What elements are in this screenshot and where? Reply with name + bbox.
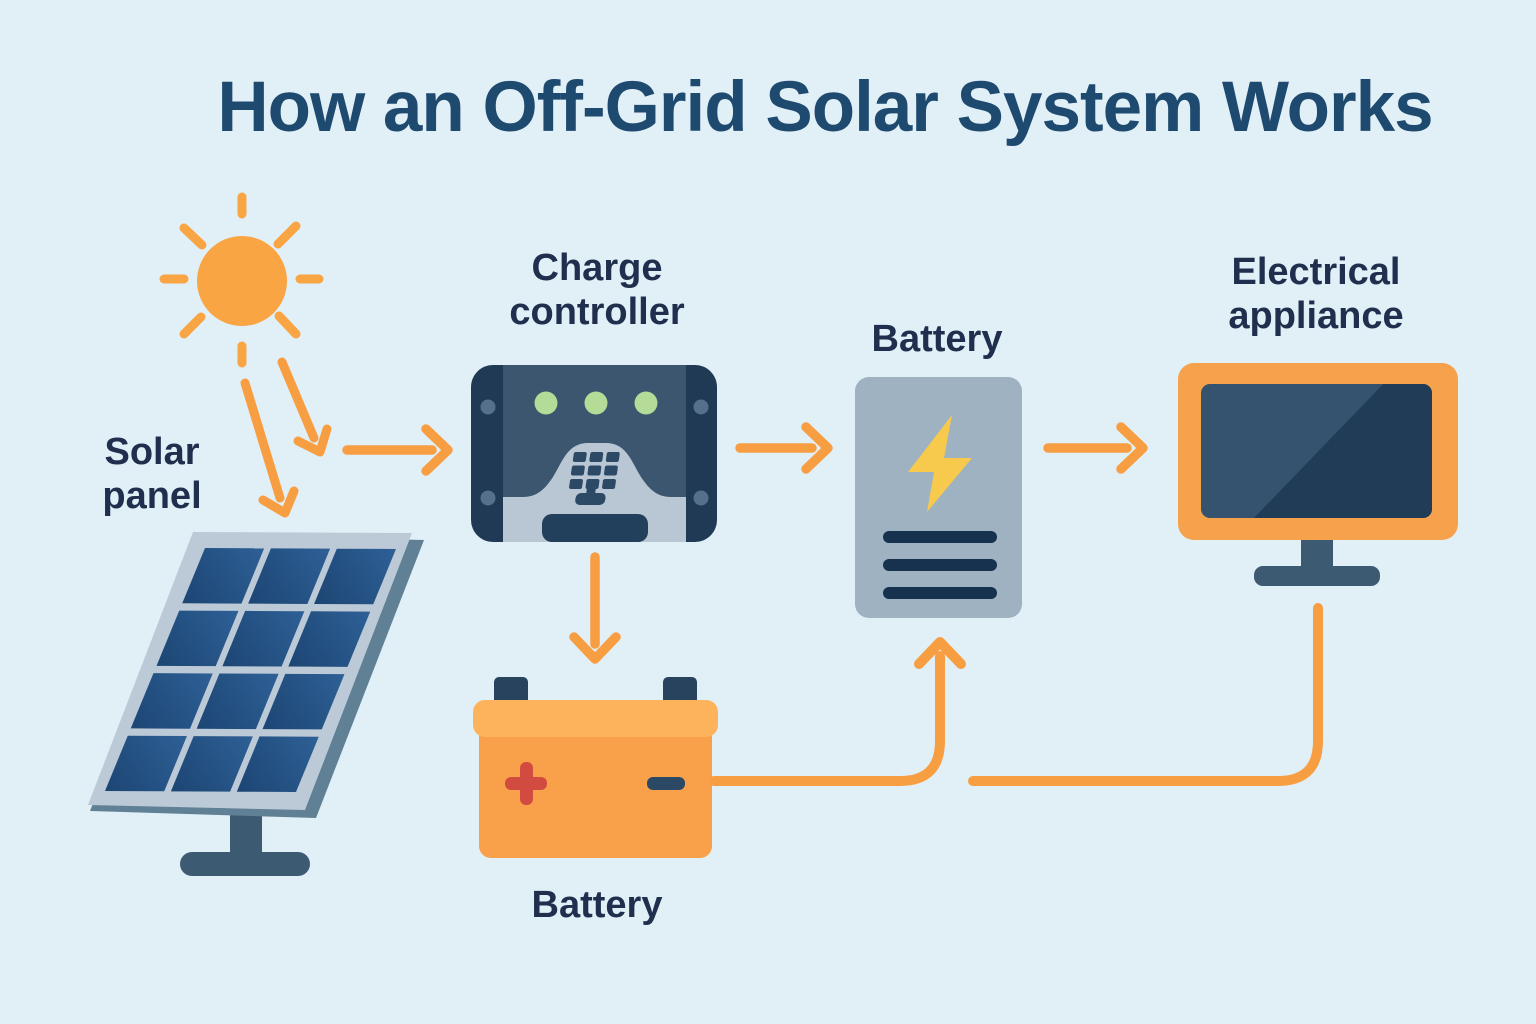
screen-glare — [1254, 384, 1432, 518]
controller-screws — [480, 399, 709, 506]
wire-appliance-to-battery — [968, 603, 1323, 786]
lightning-bolt-icon — [908, 415, 972, 512]
panel-stand-neck — [230, 810, 262, 858]
battery-body — [479, 714, 712, 858]
solar-panel-icon — [88, 532, 424, 876]
battery-terminal-right — [663, 677, 697, 705]
charge-controller-label: Charge controller — [509, 247, 685, 333]
flow-arrow-panel-to-controller — [342, 424, 453, 476]
plus-icon — [505, 762, 547, 805]
page-title: How an Off-Grid Solar System Works — [217, 68, 1433, 147]
battery-storage-label: Battery — [871, 318, 1003, 360]
battery-charge-bars — [883, 531, 997, 599]
battery-cap — [473, 700, 718, 737]
car-battery-icon — [473, 677, 718, 858]
panel-cells — [105, 548, 396, 792]
flow-arrow-battery-to-appliance — [1043, 422, 1148, 474]
controller-slot — [542, 514, 648, 542]
lead-battery-label: Battery — [531, 884, 663, 926]
panel-stand-base — [180, 852, 310, 876]
mini-solar-panel-icon — [569, 452, 620, 505]
monitor-icon — [1178, 363, 1458, 586]
sunlight-arrow-1 — [240, 378, 299, 518]
sun-icon — [159, 192, 324, 368]
minus-icon — [647, 777, 685, 790]
flow-arrow-controller-to-lead-battery — [569, 552, 621, 664]
flow-arrow-controller-to-battery — [735, 422, 833, 474]
electrical-appliance-label: Electrical appliance — [1228, 251, 1404, 337]
wire-battery-to-storage — [709, 637, 966, 786]
solar-panel-label: Solar panel — [102, 431, 202, 517]
charge-controller-icon — [471, 365, 717, 542]
battery-storage-icon — [855, 377, 1022, 618]
sunlight-arrow-2 — [277, 357, 332, 457]
controller-status-leds — [534, 391, 658, 415]
battery-terminal-left — [494, 677, 528, 705]
